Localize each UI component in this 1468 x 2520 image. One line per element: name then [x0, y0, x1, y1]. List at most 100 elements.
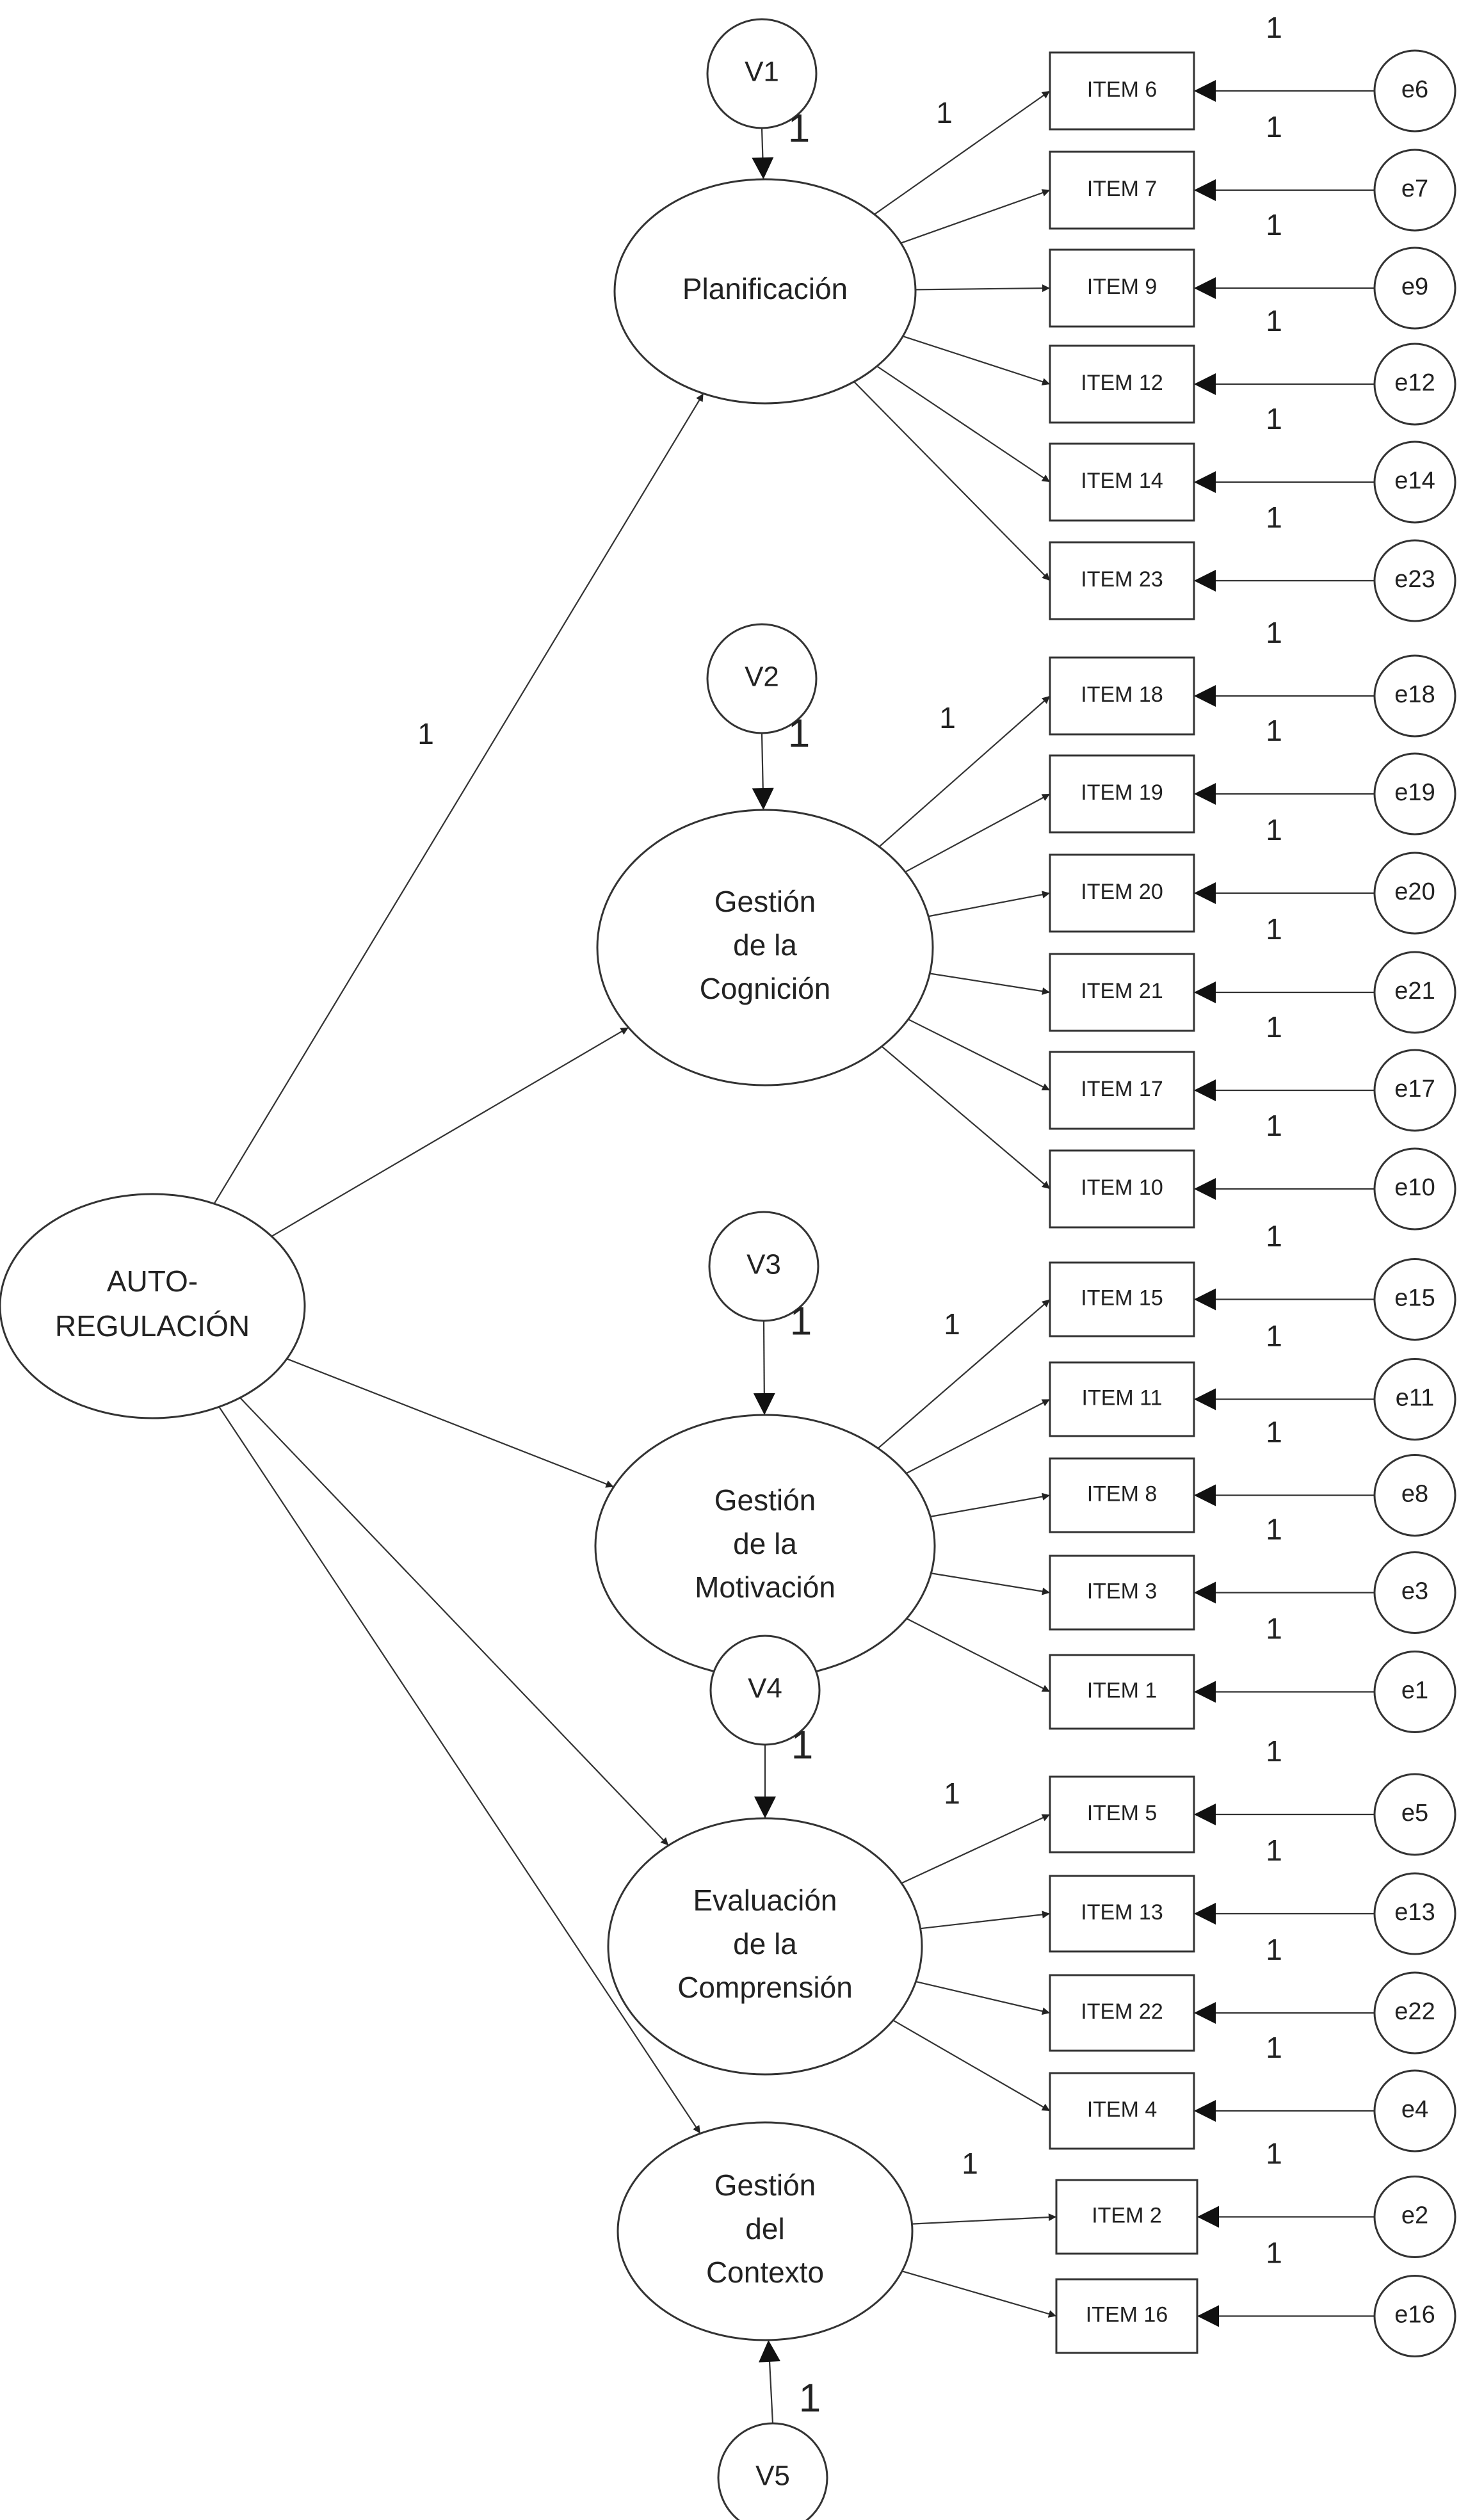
item-label-3-5: ITEM 1 — [1087, 1678, 1157, 1702]
weight-error-3-4: 1 — [1266, 1513, 1282, 1546]
latent-factor-5-label-line-1: Gestión — [714, 2169, 816, 2202]
error-circle-4-3 — [1373, 1971, 1456, 2055]
latent-factor-3-label-line-1: Gestión — [714, 1483, 816, 1517]
item-label-2-4: ITEM 21 — [1081, 979, 1163, 1003]
weight-error-2-3: 1 — [1266, 813, 1282, 846]
item-box-3-3 — [1049, 1457, 1195, 1533]
error-circle-5-2 — [1373, 2275, 1456, 2357]
latent-factor-1-label-line-1: Planificación — [682, 272, 848, 305]
latent-factor-2-label-line-1: Gestión — [714, 885, 816, 918]
disturbance-4-circle — [709, 1635, 821, 1746]
disturbance-4-label: V4 — [748, 1673, 782, 1704]
path-factor-1-to-item-4 — [902, 335, 1051, 385]
path-root-to-factor-2 — [271, 1026, 629, 1237]
weight-error-2-4: 1 — [1266, 912, 1282, 946]
weight-error-4-2: 1 — [1266, 1834, 1282, 1867]
item-box-2-2 — [1049, 754, 1195, 834]
weight-first-loading-3: 1 — [944, 1307, 960, 1341]
path-factor-2-to-item-5 — [908, 1019, 1051, 1091]
item-box-4-2 — [1049, 1875, 1195, 1953]
weight-error-5-1: 1 — [1266, 2137, 1282, 2170]
weight-error-3-2: 1 — [1266, 1320, 1282, 1353]
path-factor-1-to-item-5 — [876, 366, 1051, 483]
item-label-4-1: ITEM 5 — [1087, 1801, 1157, 1825]
error-circle-2-5 — [1373, 1049, 1456, 1132]
error-circle-1-6 — [1373, 539, 1456, 622]
item-label-3-3: ITEM 8 — [1087, 1482, 1157, 1506]
disturbance-1-circle — [706, 18, 818, 129]
path-factor-4-to-item-3 — [915, 1980, 1051, 2015]
disturbance-2-label: V2 — [745, 661, 779, 693]
path-factor-4-to-item-2 — [920, 1910, 1051, 1930]
item-label-2-5: ITEM 17 — [1081, 1077, 1163, 1101]
latent-factor-1-ellipse — [613, 178, 917, 405]
weight-error-1-6: 1 — [1266, 501, 1282, 534]
item-label-2-1: ITEM 18 — [1081, 682, 1163, 707]
path-disturbance-1 — [752, 127, 774, 180]
error-label-3-3: e8 — [1401, 1481, 1428, 1508]
error-circle-3-4 — [1373, 1551, 1456, 1634]
error-label-1-4: e12 — [1394, 369, 1435, 396]
weight-root-path: 1 — [417, 717, 434, 750]
path-disturbance-2 — [752, 732, 774, 811]
item-label-4-2: ITEM 13 — [1081, 1900, 1163, 1925]
path-root-to-factor-4 — [239, 1397, 669, 1846]
disturbance-3-label: V3 — [746, 1249, 781, 1280]
item-label-1-4: ITEM 12 — [1081, 371, 1163, 395]
latent-factor-4-label-line-2: de la — [733, 1927, 797, 1960]
error-label-3-1: e15 — [1394, 1285, 1435, 1312]
path-factor-3-to-item-5 — [906, 1618, 1051, 1693]
item-label-5-2: ITEM 16 — [1086, 2302, 1168, 2327]
error-label-2-2: e19 — [1394, 779, 1435, 806]
item-label-1-2: ITEM 7 — [1087, 177, 1157, 201]
weight-disturbance-2: 1 — [788, 711, 810, 755]
item-label-1-1: ITEM 6 — [1087, 77, 1157, 102]
error-label-1-5: e14 — [1394, 467, 1435, 494]
error-label-3-5: e1 — [1401, 1677, 1428, 1704]
item-label-3-4: ITEM 3 — [1087, 1579, 1157, 1603]
path-factor-3-to-item-1 — [877, 1298, 1051, 1449]
latent-factor-5-label-line-2: del — [745, 2212, 784, 2245]
path-root-to-factor-3 — [286, 1358, 614, 1488]
weight-error-2-2: 1 — [1266, 714, 1282, 747]
error-label-2-4: e21 — [1394, 978, 1435, 1005]
path-factor-4-to-item-1 — [901, 1814, 1051, 1884]
path-factor-3-to-item-4 — [931, 1572, 1051, 1595]
path-root-to-factor-5 — [218, 1406, 701, 2134]
error-circle-3-5 — [1373, 1651, 1456, 1733]
item-box-2-5 — [1049, 1051, 1195, 1130]
item-box-4-1 — [1049, 1775, 1195, 1854]
error-label-3-4: e3 — [1401, 1578, 1428, 1605]
weight-error-4-4: 1 — [1266, 2031, 1282, 2064]
path-factor-1-to-item-2 — [900, 189, 1051, 244]
latent-factor-4-ellipse — [607, 1817, 923, 2076]
path-factor-3-to-item-2 — [905, 1398, 1051, 1474]
error-label-3-2: e11 — [1396, 1385, 1435, 1412]
item-box-1-3 — [1049, 248, 1195, 328]
disturbance-3-circle — [708, 1211, 819, 1322]
weight-error-4-3: 1 — [1266, 1933, 1282, 1966]
path-factor-1-to-item-3 — [915, 284, 1051, 293]
error-circle-3-2 — [1373, 1358, 1456, 1441]
item-box-3-2 — [1049, 1361, 1195, 1437]
latent-factor-3-label-line-3: Motivación — [695, 1571, 835, 1604]
latent-root-label-line-1: AUTO- — [107, 1264, 198, 1298]
error-circle-3-3 — [1373, 1454, 1456, 1537]
weight-error-3-5: 1 — [1266, 1612, 1282, 1645]
error-circle-5-1 — [1373, 2176, 1456, 2258]
error-circle-2-2 — [1373, 752, 1456, 836]
path-factor-5-to-item-2 — [901, 2270, 1057, 2318]
error-circle-2-6 — [1373, 1147, 1456, 1231]
item-box-3-1 — [1049, 1261, 1195, 1337]
path-factor-2-to-item-1 — [878, 695, 1051, 848]
path-factor-2-to-item-6 — [881, 1046, 1051, 1190]
path-factor-4-to-item-4 — [892, 2019, 1051, 2112]
error-label-1-2: e7 — [1401, 175, 1428, 202]
item-box-3-5 — [1049, 1654, 1195, 1730]
item-box-1-2 — [1049, 150, 1195, 230]
disturbance-5-label: V5 — [755, 2460, 790, 2492]
latent-root-label-line-2: REGULACIÓN — [55, 1309, 250, 1343]
item-box-1-1 — [1049, 51, 1195, 131]
path-root-to-factor-1 — [213, 393, 704, 1204]
weight-first-loading-1: 1 — [936, 96, 953, 129]
